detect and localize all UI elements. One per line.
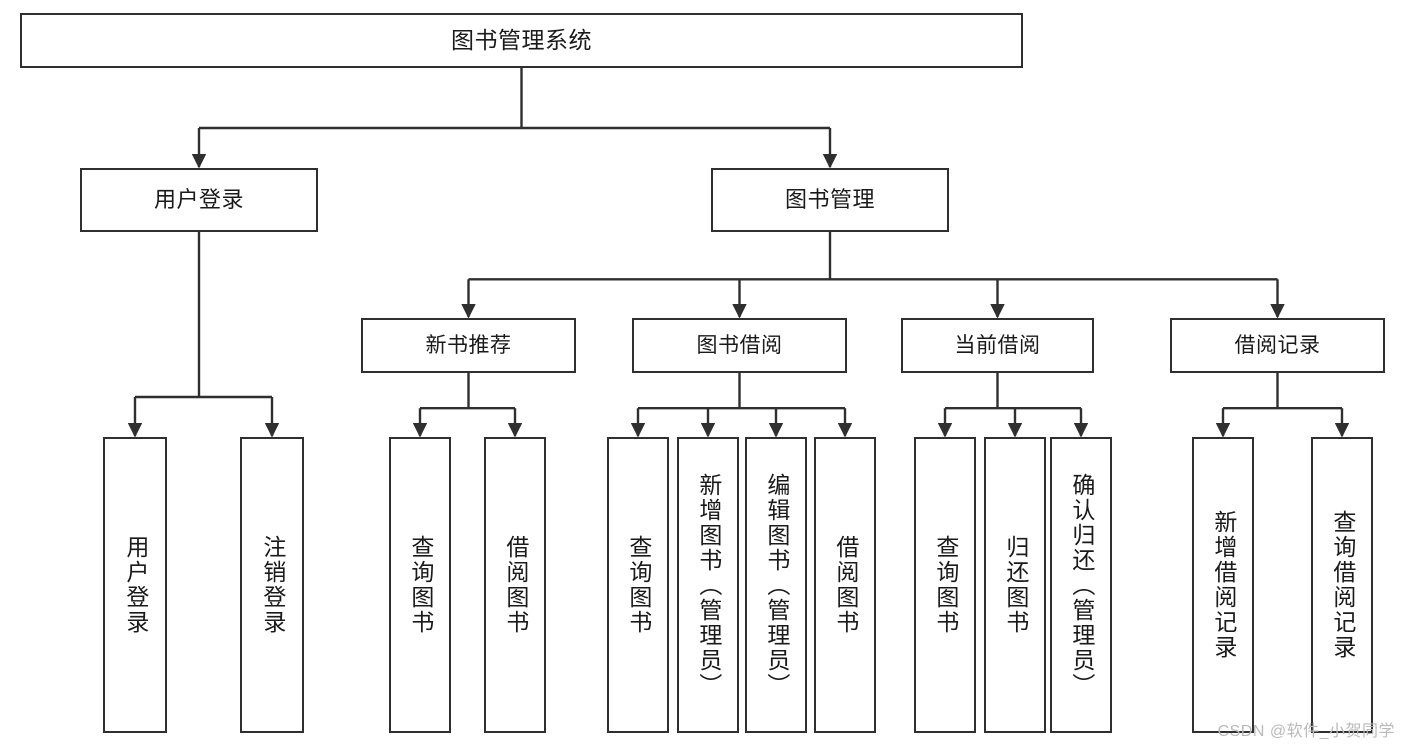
node-leaf-logout[interactable]: 注销登录 [240,437,304,733]
node-label-leaf-borrow-book-1: 借阅图书 [502,535,529,635]
node-leaf-query-record[interactable]: 查询借阅记录 [1311,437,1373,733]
node-label-borrow-record: 借阅记录 [1234,333,1321,357]
node-label-leaf-confirm-return: 确认归还（管理员） [1068,472,1095,698]
node-leaf-user-login[interactable]: 用户登录 [103,437,167,733]
node-leaf-add-book[interactable]: 新增图书（管理员） [677,437,739,733]
node-user-login[interactable]: 用户登录 [80,168,318,232]
node-label-leaf-edit-book: 编辑图书（管理员） [763,472,790,698]
node-label-leaf-user-login: 用户登录 [122,535,149,635]
node-leaf-return-book[interactable]: 归还图书 [984,437,1046,733]
node-leaf-query-book-1[interactable]: 查询图书 [389,437,451,733]
node-leaf-query-book-3[interactable]: 查询图书 [914,437,976,733]
node-leaf-borrow-book-1[interactable]: 借阅图书 [484,437,546,733]
node-book-borrow[interactable]: 图书借阅 [632,318,847,373]
node-label-leaf-return-book: 归还图书 [1002,535,1029,635]
node-current-borrow[interactable]: 当前借阅 [901,318,1094,373]
watermark-label: CSDN @软件_小贺同学 [1217,723,1395,740]
node-leaf-edit-book[interactable]: 编辑图书（管理员） [745,437,807,733]
node-leaf-borrow-book-2[interactable]: 借阅图书 [814,437,876,733]
node-label-book-manage: 图书管理 [784,186,875,212]
node-label-root: 图书管理系统 [451,26,592,53]
node-label-leaf-add-book: 新增图书（管理员） [695,472,722,698]
node-label-leaf-query-book-3: 查询图书 [932,535,959,635]
node-label-current-borrow: 当前借阅 [954,333,1041,357]
node-leaf-query-book-2[interactable]: 查询图书 [607,437,669,733]
node-label-leaf-borrow-book-2: 借阅图书 [832,535,859,635]
node-root[interactable]: 图书管理系统 [20,13,1023,68]
node-label-user-login: 用户登录 [153,186,244,212]
node-leaf-confirm-return[interactable]: 确认归还（管理员） [1050,437,1112,733]
node-borrow-record[interactable]: 借阅记录 [1170,318,1385,373]
node-new-book-rec[interactable]: 新书推荐 [361,318,576,373]
node-label-leaf-logout: 注销登录 [259,535,286,635]
node-leaf-add-record[interactable]: 新增借阅记录 [1192,437,1254,733]
node-label-book-borrow: 图书借阅 [696,333,783,357]
node-label-new-book-rec: 新书推荐 [425,333,512,357]
node-label-leaf-query-book-1: 查询图书 [407,535,434,635]
node-label-leaf-query-record: 查询借阅记录 [1329,510,1356,660]
node-book-manage[interactable]: 图书管理 [711,168,949,232]
node-label-leaf-add-record: 新增借阅记录 [1210,510,1237,660]
node-label-leaf-query-book-2: 查询图书 [625,535,652,635]
edges-group [127,68,1350,438]
